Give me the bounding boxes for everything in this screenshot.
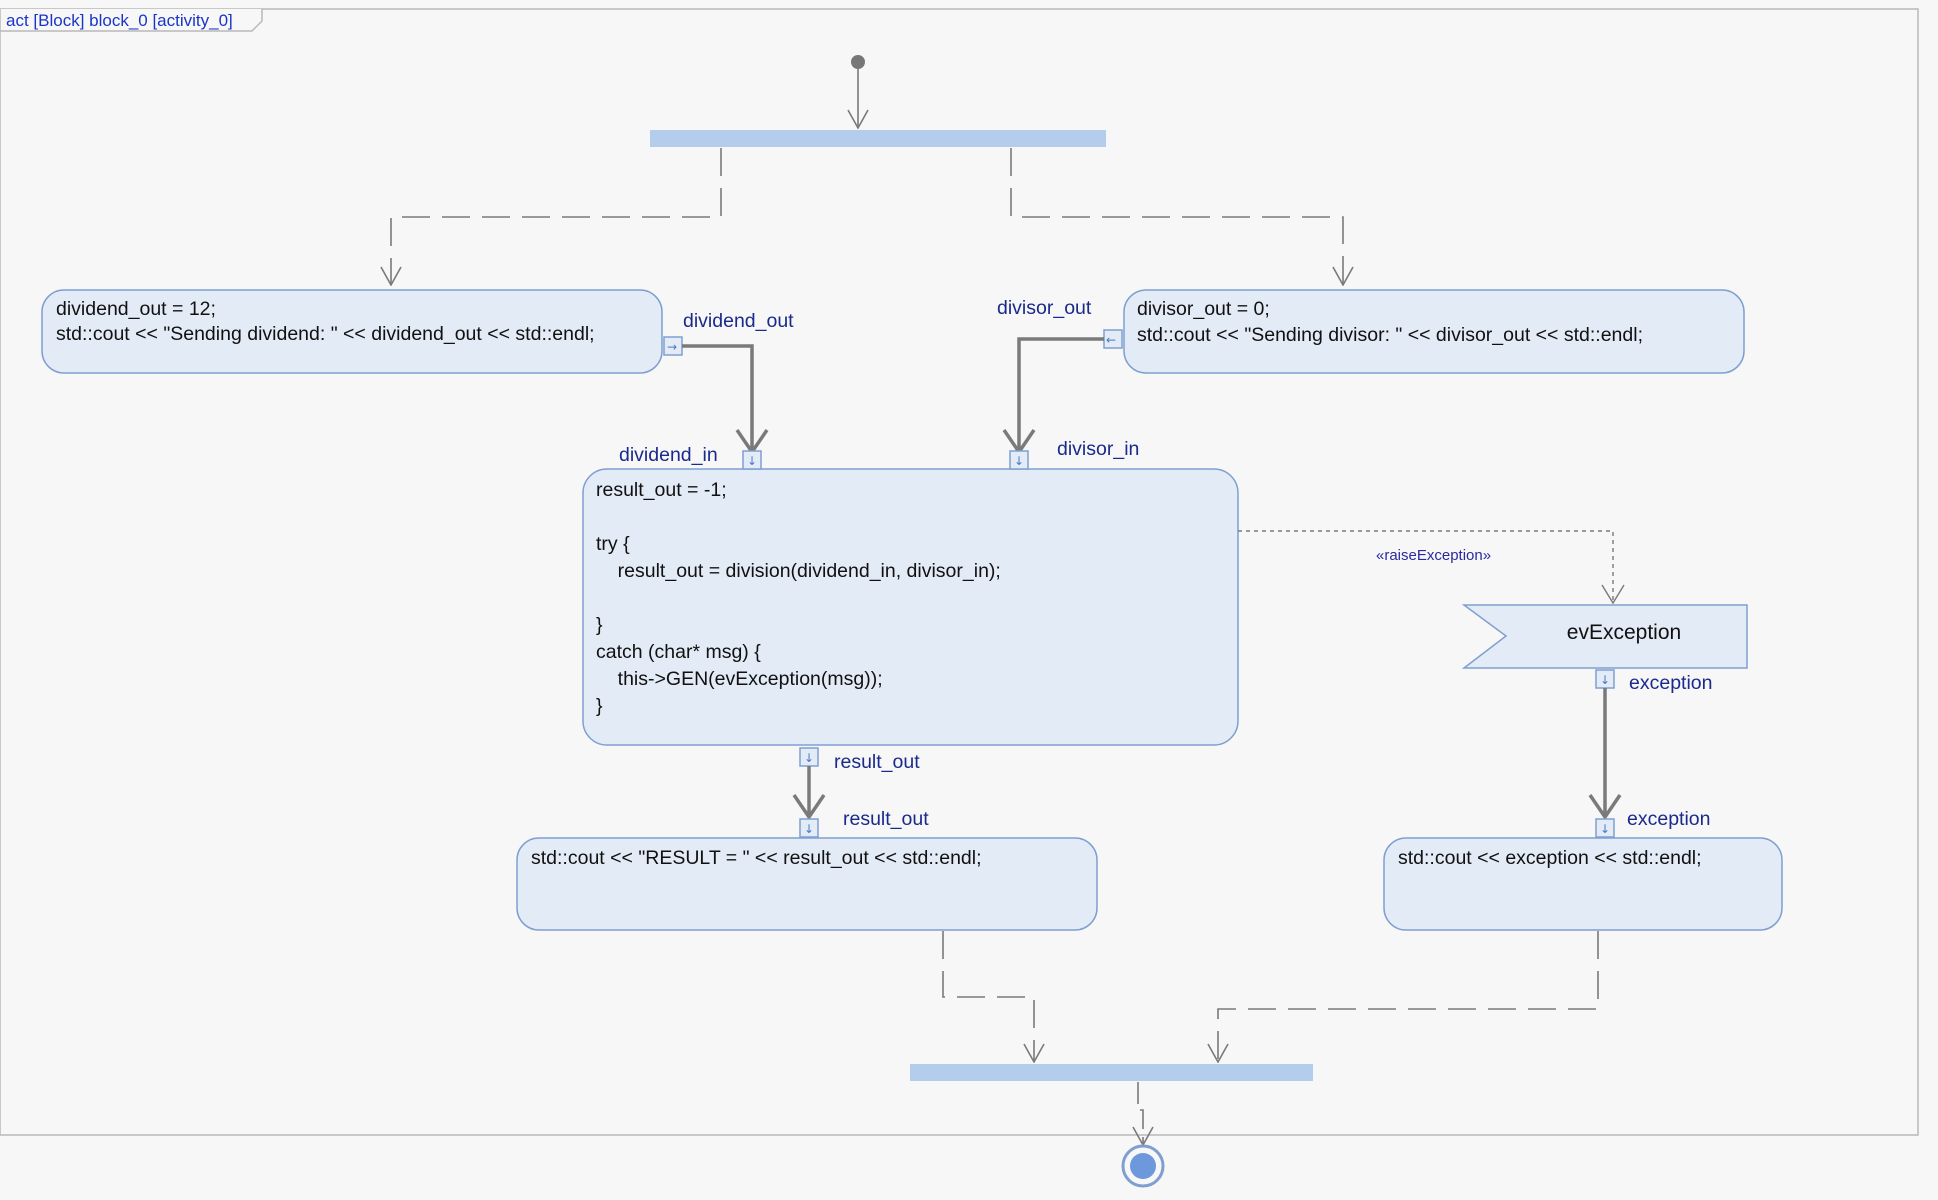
arrow-right-icon: → <box>667 340 677 354</box>
arrow-down-icon: ↓ <box>804 822 814 836</box>
arrow-down-icon: ↓ <box>1600 673 1610 687</box>
divisor-in-label: divisor_in <box>1057 438 1139 460</box>
arrow-down-icon: ↓ <box>804 751 814 765</box>
dividend-in-label: dividend_in <box>619 444 718 466</box>
activity-frame <box>0 8 1919 1136</box>
arrow-down-icon: ↓ <box>1600 822 1610 836</box>
ev-exception-label: evException <box>1567 621 1681 644</box>
division-line-3: try { <box>596 533 630 555</box>
dividend-action-line-2: std::cout << "Sending dividend: " << div… <box>56 323 595 345</box>
flow-fork-to-dividend <box>391 148 722 285</box>
arrow-down-icon: ↓ <box>1014 454 1024 468</box>
exception-in-pin[interactable] <box>1595 818 1615 838</box>
arrow-left-icon: ← <box>1106 333 1116 347</box>
divisor-action-line-1: divisor_out = 0; <box>1137 298 1270 320</box>
dividend-out-label: dividend_out <box>683 310 794 332</box>
exception-out-label: exception <box>1629 672 1712 694</box>
division-line-1: result_out = -1; <box>596 479 727 501</box>
dividend-action-line-1: dividend_out = 12; <box>56 298 216 320</box>
flow-exception-to-join <box>1218 931 1599 1062</box>
raise-exception-arrowhead <box>1601 584 1625 605</box>
division-action-code: result_out = -1; try { result_out = divi… <box>596 479 1001 717</box>
result-out-label: result_out <box>834 751 920 773</box>
division-action[interactable] <box>582 468 1239 746</box>
print-result-action[interactable] <box>516 837 1098 931</box>
division-line-7: catch (char* msg) { <box>596 641 761 663</box>
arrow-down-icon: ↓ <box>747 454 757 468</box>
result-in-label: result_out <box>843 808 929 830</box>
frame-tab <box>0 9 263 32</box>
divisor-action[interactable] <box>1123 289 1745 374</box>
division-line-4: result_out = division(dividend_in, divis… <box>596 560 1001 582</box>
frame-label: act [Block] block_0 [activity_0] <box>6 11 233 30</box>
result-in-pin[interactable] <box>799 818 819 838</box>
division-line-8: this->GEN(evException(msg)); <box>596 668 883 690</box>
flow-result-to-join <box>942 931 1034 1062</box>
division-line-9: } <box>596 695 603 717</box>
print-exception-line-1: std::cout << exception << std::endl; <box>1398 847 1702 869</box>
flow-join-to-final <box>1138 1082 1143 1145</box>
flow-raise-exception <box>1238 530 1614 600</box>
raise-exception-stereotype: «raiseException» <box>1376 547 1491 564</box>
dividend-action[interactable] <box>41 289 663 374</box>
join-bar[interactable] <box>910 1064 1313 1081</box>
activity-final-inner <box>1130 1153 1156 1179</box>
flow-result-arrowhead <box>792 794 826 821</box>
initial-node[interactable] <box>851 55 865 69</box>
division-line-6: } <box>596 614 603 636</box>
divisor-in-pin[interactable] <box>1009 450 1029 470</box>
ev-exception-signal[interactable] <box>1461 604 1748 669</box>
flow-fork-to-divisor <box>1010 148 1343 285</box>
divisor-action-line-2: std::cout << "Sending divisor: " << divi… <box>1137 324 1643 346</box>
flow-exception-arrowhead <box>1588 794 1622 821</box>
dividend-in-pin[interactable] <box>742 450 762 470</box>
exception-in-label: exception <box>1627 808 1710 830</box>
flow-dividend-to-division <box>682 344 754 450</box>
print-result-line-1: std::cout << "RESULT = " << result_out <… <box>531 847 982 869</box>
print-exception-action[interactable] <box>1383 837 1783 931</box>
flow-divisor-to-division <box>1017 337 1104 450</box>
fork-bar[interactable] <box>650 130 1106 147</box>
divisor-out-label: divisor_out <box>997 297 1092 319</box>
